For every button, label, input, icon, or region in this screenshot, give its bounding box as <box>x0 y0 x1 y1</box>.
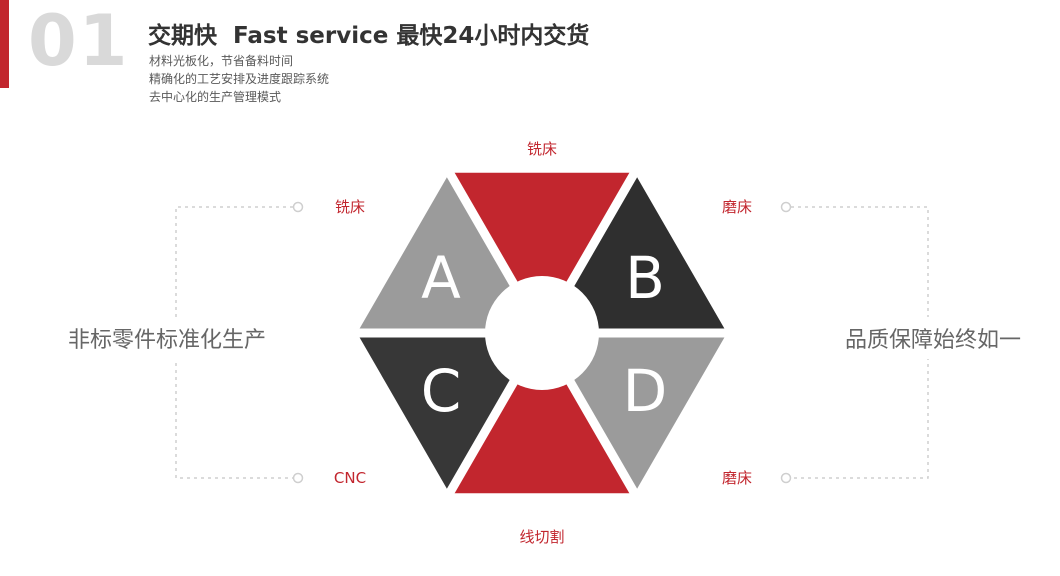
segment-upper-right-triangle <box>542 172 727 333</box>
center-circle <box>485 276 599 390</box>
segment-letter-b: B <box>625 244 665 312</box>
segment-lower-right-triangle <box>542 333 727 494</box>
segment-letter-a: A <box>421 244 461 312</box>
segment-label-lower-left: CNC <box>333 469 367 487</box>
accent-bar <box>0 0 9 88</box>
segment-label-bottom: 线切割 <box>519 528 565 546</box>
bullet-line: 材料光板化，节省备料时间 <box>149 54 294 68</box>
index-number: 01 <box>28 0 130 82</box>
left-caption: 非标零件标准化生产 <box>46 317 288 359</box>
connector-dot <box>292 472 304 484</box>
segment-label-upper-left: 铣床 <box>334 198 365 216</box>
right-caption: 品质保障始终如一 <box>834 317 1032 359</box>
segment-letter-d: D <box>623 357 668 425</box>
segment-upper-left-triangle <box>357 172 542 333</box>
segment-label-upper-right: 磨床 <box>721 198 752 216</box>
right-connector-dashes <box>791 206 929 479</box>
page-title: 交期快 Fast service 最快24小时内交货 <box>148 23 590 49</box>
segment-top-triangle <box>449 172 635 333</box>
connector-dot <box>780 201 792 213</box>
bullet-list: 材料光板化，节省备料时间 精确化的工艺安排及进度跟踪系统 去中心化的生产管理模式 <box>149 52 329 106</box>
connector-dot <box>780 472 792 484</box>
connector-dot <box>292 201 304 213</box>
segment-lower-left-triangle <box>357 333 542 494</box>
bullet-line: 去中心化的生产管理模式 <box>149 90 282 104</box>
segment-label-top: 铣床 <box>526 140 557 158</box>
segment-letter-c: C <box>421 357 462 425</box>
bullet-line: 精确化的工艺安排及进度跟踪系统 <box>149 72 330 86</box>
segment-bottom-triangle <box>449 333 635 494</box>
segment-label-lower-right: 磨床 <box>721 469 752 487</box>
